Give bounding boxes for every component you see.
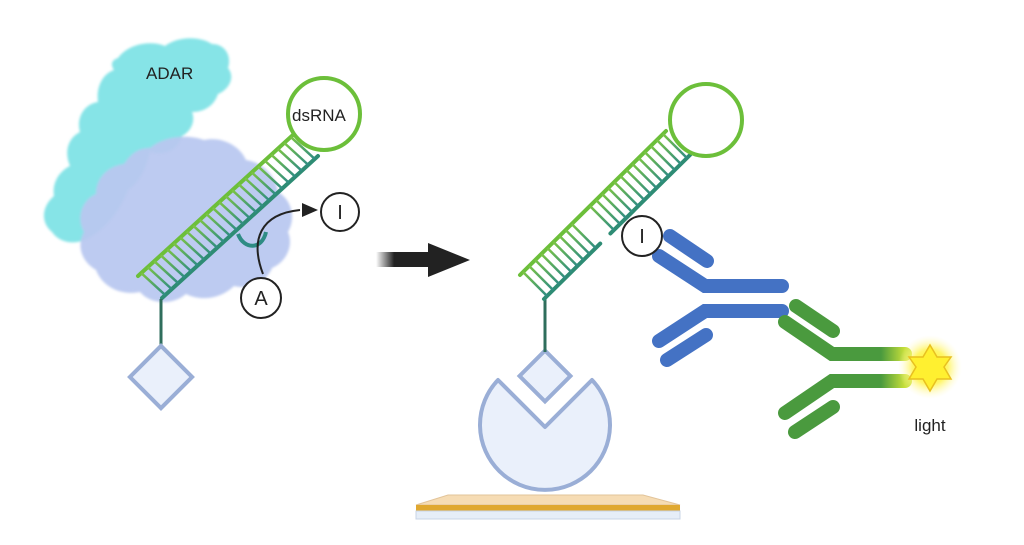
- capture-tag-diamond: [127, 343, 195, 411]
- editing-arrowhead: [302, 203, 318, 217]
- substrate-stripe: [416, 505, 680, 511]
- capture-tag-diamond-bound: [516, 347, 574, 405]
- base-pair-rung: [613, 181, 640, 207]
- base-pair-rung: [179, 236, 206, 261]
- base-pair-rung: [662, 133, 688, 159]
- base-pair-rung: [140, 272, 167, 296]
- base-pair-rung: [589, 205, 615, 231]
- base-pair-rung: [619, 175, 646, 201]
- left-panel: dsRNA ADAR A I: [43, 38, 362, 411]
- editing-arrow: [256, 209, 301, 275]
- secondary-antibody: [778, 299, 912, 439]
- rna-strand-sense: [136, 132, 296, 278]
- base-i-circle-right: [621, 215, 663, 257]
- rna-strand-antisense: [542, 241, 603, 301]
- base-pair-rung: [257, 165, 284, 190]
- adar-domain-lavender: [80, 136, 293, 303]
- base-pair-rung: [607, 187, 634, 213]
- base-pair-rung: [595, 199, 621, 225]
- base-pair-rung: [649, 145, 676, 171]
- adar-protein: [43, 38, 293, 303]
- light-label: light: [914, 416, 945, 435]
- base-pair-rung: [244, 177, 271, 202]
- base-pair-rung: [558, 235, 585, 261]
- base-pair-rung: [237, 183, 264, 208]
- base-pair-rung: [276, 147, 303, 172]
- substrate-top: [415, 494, 681, 506]
- secondary-ab-heavy-upper: [778, 315, 912, 361]
- base-pair-rung: [534, 259, 561, 285]
- dsrna-left: [136, 132, 320, 300]
- base-pair-rung: [540, 253, 567, 279]
- substrate-base: [415, 510, 681, 520]
- base-a-label: A: [254, 288, 268, 310]
- base-pair-rung: [172, 242, 199, 267]
- process-arrow: [376, 243, 470, 277]
- base-pair-rung: [166, 248, 193, 273]
- base-pair-rung: [224, 195, 251, 220]
- base-pair-rung: [564, 229, 591, 255]
- rna-strand-antisense: [160, 154, 320, 300]
- base-pair-rung: [205, 212, 232, 237]
- flipped-base-bulge: [236, 231, 268, 248]
- base-pair-rung: [198, 218, 225, 243]
- process-arrow-head: [428, 243, 470, 277]
- secondary-ab-arm-upper-light: [789, 299, 840, 338]
- primary-ab-arm-upper-light: [663, 229, 714, 268]
- primary-ab-arm-lower-light: [660, 328, 713, 367]
- secondary-ab-heavy-lower: [778, 374, 912, 420]
- rna-strand-sense: [518, 129, 668, 277]
- base-pair-rung: [250, 171, 277, 196]
- base-pair-rung: [528, 265, 555, 291]
- base-i-label-left: I: [337, 202, 343, 224]
- primary-antibody: [652, 229, 789, 367]
- base-pair-rung: [153, 260, 180, 285]
- substrate-plate: [415, 494, 681, 520]
- base-pair-rung: [637, 157, 664, 183]
- base-pair-rung: [211, 207, 238, 231]
- base-pair-rung: [218, 201, 245, 225]
- base-pair-rung: [655, 139, 682, 165]
- base-pair-rung: [570, 223, 597, 249]
- dsrna-loop-right: [668, 82, 744, 158]
- base-pair-rung: [185, 230, 212, 255]
- base-pair-rung: [625, 169, 652, 195]
- base-pair-rung: [263, 159, 290, 184]
- adar-domain-cyan: [43, 38, 232, 243]
- base-i-circle-left: [320, 192, 360, 232]
- primary-ab-heavy-upper: [652, 249, 789, 293]
- right-panel: light I: [415, 82, 962, 520]
- dsrna-label: dsRNA: [292, 106, 347, 125]
- secondary-ab-arm-lower-light: [788, 400, 840, 439]
- base-pair-rung: [283, 141, 310, 166]
- base-pair-rung: [192, 224, 219, 249]
- base-pair-rung: [631, 163, 658, 189]
- base-pair-rung: [289, 136, 316, 160]
- base-pair-rung: [159, 254, 186, 279]
- base-pair-rung: [270, 153, 297, 178]
- base-pair-rung: [522, 271, 548, 297]
- base-pair-rung: [643, 151, 670, 177]
- primary-ab-heavy-lower: [652, 304, 789, 348]
- dsrna-loop-left: [286, 76, 362, 152]
- base-a-circle: [240, 277, 282, 319]
- base-pair-rung: [231, 189, 258, 214]
- process-arrow-shaft: [376, 252, 428, 267]
- capture-receptor: [478, 378, 612, 492]
- base-i-label-right: I: [639, 226, 645, 248]
- base-pair-rung: [601, 193, 628, 219]
- base-pair-rung: [552, 241, 579, 267]
- dsrna-right: [518, 129, 692, 301]
- adar-label: ADAR: [146, 64, 193, 83]
- base-pair-rung: [546, 247, 573, 273]
- light-star-icon: [907, 343, 953, 393]
- base-pair-rung: [146, 266, 173, 291]
